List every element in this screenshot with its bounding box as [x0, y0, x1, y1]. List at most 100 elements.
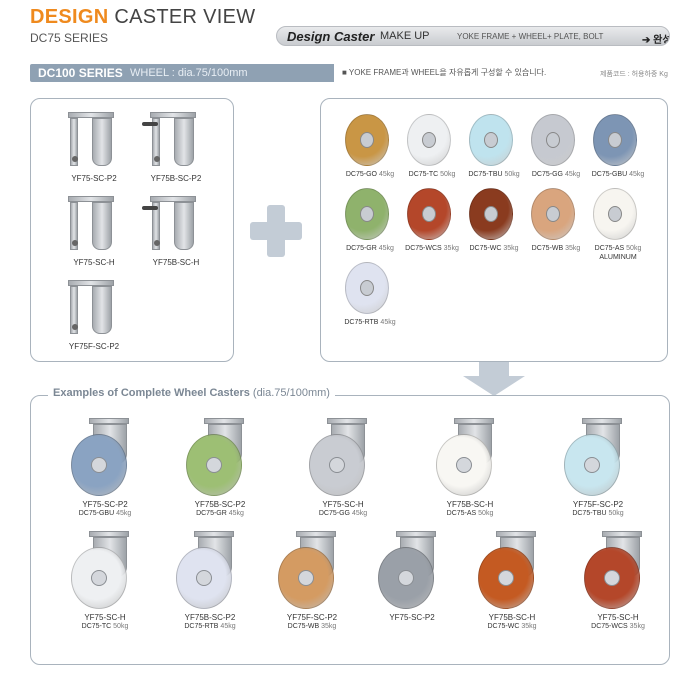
- yoke-plate: [68, 196, 114, 202]
- caster-wheel: [71, 547, 127, 609]
- yoke-leg-right: [174, 118, 194, 166]
- wheel-load: 45kg: [629, 171, 645, 178]
- yoke-plate: [150, 196, 196, 202]
- wheel-code-text: DC75-GR: [346, 245, 379, 252]
- axle-hole: [154, 156, 160, 162]
- code-legend: 제품코드 : 허용하중 Kg: [600, 71, 668, 78]
- caster-yoke-code: YF75B-SC-H: [446, 500, 494, 509]
- yoke-plate: [150, 112, 196, 118]
- arrow-down-icon: [463, 362, 525, 396]
- wheel-item: DC75-TBU 50kg: [467, 114, 521, 194]
- caster-wheel-code: DC75-WCS 35kg: [568, 623, 668, 630]
- wheel-code-text: DC75-GG: [531, 171, 565, 178]
- wheel-item: DC75-GBU 45kg: [591, 114, 645, 194]
- caster-wheel-load: 50kg: [113, 623, 129, 630]
- yoke-item: YF75B-SC-H: [142, 196, 208, 276]
- wheel-tread: [345, 188, 389, 240]
- caster-plate: [194, 531, 234, 537]
- page-title: DESIGN CASTER VIEW: [30, 6, 255, 29]
- caster-plate: [454, 418, 494, 424]
- brake-lever: [142, 206, 158, 210]
- caster-hub: [298, 570, 314, 586]
- examples-title-main: Examples of Complete Wheel Casters: [53, 387, 250, 399]
- wheel-tread: [531, 114, 575, 166]
- yoke-leg-right: [174, 202, 194, 250]
- caster-wheel-code-text: DC75-RTB: [184, 623, 221, 630]
- wheel-code: DC75-GBU 45kg: [583, 171, 653, 178]
- caster-hub: [456, 457, 472, 473]
- series-note: ■ YOKE FRAME과 WHEEL을 자유롭게 구성할 수 있습니다.: [342, 68, 547, 77]
- caster-plate: [327, 418, 367, 424]
- caster-wheel-load: 45kg: [351, 510, 368, 517]
- caster-wheel-code: DC75-GBU 45kg: [55, 510, 155, 517]
- caster-yoke-code: YF75-SC-P2: [82, 500, 128, 509]
- plus-icon: [250, 205, 302, 257]
- caster-plate: [396, 531, 436, 537]
- wheel-code: DC75-GR 45kg: [335, 245, 405, 252]
- caster-example: YF75-SC-P2: [362, 525, 462, 635]
- wheel-code: DC75-AS 50kg: [583, 245, 653, 252]
- makeup-banner: Design Caster MAKE UP YOKE FRAME + WHEEL…: [276, 26, 670, 46]
- yoke-plate: [68, 280, 114, 286]
- wheel-code-text: DC75-TC: [408, 171, 441, 178]
- wheel-load: 45kg: [378, 171, 395, 178]
- caster-wheel-load: 45kg: [116, 510, 132, 517]
- wheel-load: 50kg: [626, 245, 642, 252]
- page-subtitle: DC75 SERIES: [30, 31, 109, 45]
- yoke-item: YF75-SC-P2: [66, 112, 126, 192]
- caster-hub: [206, 457, 222, 473]
- caster-wheel-code-text: DC75-TC: [81, 623, 114, 630]
- examples-title: Examples of Complete Wheel Casters (dia.…: [48, 387, 335, 399]
- wheel-code: DC75-TC 50kg: [397, 171, 467, 178]
- caster-plate: [296, 531, 336, 537]
- caster-yoke-code: YF75F-SC-P2: [286, 613, 338, 622]
- caster-plate: [89, 418, 129, 424]
- wheel-hub: [546, 206, 560, 222]
- arrow-right-icon: ➔: [642, 35, 651, 46]
- yoke-code: YF75-SC-P2: [71, 174, 117, 183]
- caster-hub: [398, 570, 414, 586]
- series-detail: WHEEL : dia.75/100mm: [130, 67, 248, 79]
- yoke-code: YF75B-SC-H: [152, 258, 200, 267]
- yoke-leg-left: [70, 118, 78, 166]
- caster-wheel-code-text: DC75-AS: [446, 510, 479, 517]
- wheel-hub: [608, 206, 622, 222]
- wheel-code: DC75-WB 35kg: [521, 245, 591, 252]
- caster-wheel-code: DC75-RTB 45kg: [160, 623, 260, 630]
- wheel-hub: [484, 132, 498, 148]
- wheel-code-text: DC75-RTB: [344, 319, 381, 326]
- yoke-leg-right: [92, 202, 112, 250]
- yoke-code: YF75-SC-H: [73, 258, 115, 267]
- wheel-item: DC75-GO 45kg: [343, 114, 397, 194]
- caster-hub: [91, 457, 107, 473]
- wheel-code: DC75-RTB 45kg: [335, 319, 405, 326]
- caster-wheel-code: DC75-TC 50kg: [55, 623, 155, 630]
- wheel-item: DC75-GG 45kg: [529, 114, 583, 194]
- wheel-hub: [608, 132, 622, 148]
- caster-yoke-code: YF75-SC-H: [322, 500, 364, 509]
- wheel-material-note: ALUMINUM: [599, 254, 637, 261]
- yoke-plate: [68, 112, 114, 118]
- wheel-code-text: DC75-TBU: [468, 171, 505, 178]
- makeup-italic: Design Caster: [287, 29, 375, 44]
- makeup-label: MAKE UP: [380, 30, 430, 42]
- yoke-item: YF75F-SC-P2: [66, 280, 126, 360]
- wheel-code-text: DC75-GO: [345, 171, 379, 178]
- caster-hub: [196, 570, 212, 586]
- yoke-code: YF75F-SC-P2: [68, 342, 120, 351]
- caster-plate: [496, 531, 536, 537]
- caster-yoke-code: YF75-SC-P2: [389, 613, 435, 622]
- caster-plate: [582, 418, 622, 424]
- makeup-result-text: 완성: [653, 35, 670, 46]
- caster-wheel-code-text: DC75-WB: [287, 623, 322, 630]
- axle-hole: [72, 156, 78, 162]
- caster-wheel-code: DC75-TBU 50kg: [548, 510, 648, 517]
- wheel-item: DC75-GR 45kg: [343, 188, 397, 268]
- page-title-accent: DESIGN: [30, 6, 109, 28]
- caster-plate: [204, 418, 244, 424]
